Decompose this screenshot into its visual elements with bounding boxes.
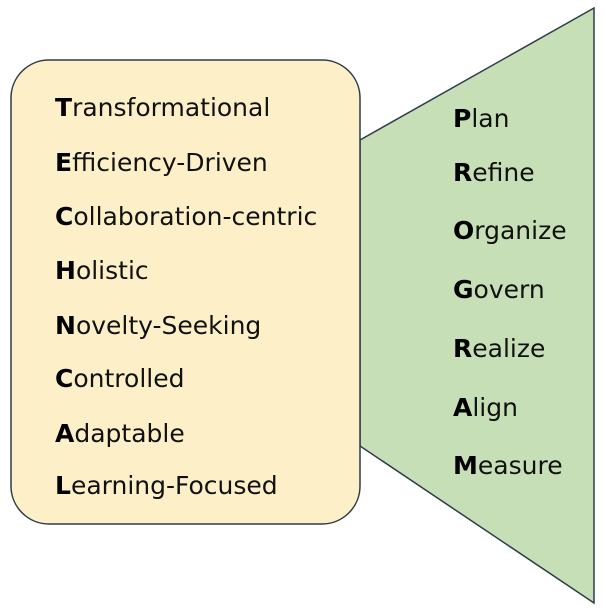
- acronym-word-rest: ollaboration-centric: [73, 202, 318, 231]
- list-item: Controlled: [55, 366, 184, 391]
- acronym-word-rest: ovelty-Seeking: [75, 311, 262, 340]
- program-acronym-list: Plan Refine Organize Govern Realize Alig…: [453, 0, 598, 612]
- acronym-initial: T: [55, 93, 73, 122]
- acronym-initial: N: [55, 311, 76, 340]
- list-item: Adaptable: [55, 421, 185, 446]
- technical-rounded-box: [10, 59, 361, 525]
- acronym-word-rest: earning-Focused: [70, 471, 278, 500]
- acronym-initial: A: [453, 393, 473, 422]
- list-item: Transformational: [55, 95, 270, 120]
- acronym-initial: R: [453, 158, 473, 187]
- list-item: Align: [453, 395, 518, 420]
- acronym-initial: P: [453, 104, 472, 133]
- list-item: Refine: [453, 160, 535, 185]
- list-item: Efficiency-Driven: [55, 150, 268, 175]
- list-item: Novelty-Seeking: [55, 313, 261, 338]
- acronym-word-rest: daptable: [74, 419, 185, 448]
- acronym-initial: O: [453, 216, 475, 245]
- list-item: Realize: [453, 336, 545, 361]
- acronym-initial: G: [453, 275, 474, 304]
- acronym-word-rest: easure: [477, 451, 563, 480]
- acronym-initial: H: [55, 256, 76, 285]
- acronym-initial: C: [55, 364, 74, 393]
- acronym-word-rest: ontrolled: [73, 364, 185, 393]
- acronym-word-rest: rganize: [474, 216, 567, 245]
- list-item: Govern: [453, 277, 545, 302]
- acronym-word-rest: fficiency-Driven: [72, 148, 268, 177]
- acronym-initial: M: [453, 451, 478, 480]
- acronym-word-rest: lign: [472, 393, 518, 422]
- acronym-initial: E: [55, 148, 73, 177]
- acronym-word-rest: overn: [473, 275, 545, 304]
- list-item: Holistic: [55, 258, 149, 283]
- list-item: Plan: [453, 106, 509, 131]
- acronym-initial: R: [453, 334, 473, 363]
- acronym-word-rest: ealize: [472, 334, 546, 363]
- list-item: Measure: [453, 453, 563, 478]
- acronym-initial: L: [55, 471, 71, 500]
- acronym-initial: C: [55, 202, 74, 231]
- acronym-word-rest: olistic: [75, 256, 149, 285]
- acronym-word-rest: ransformational: [72, 93, 271, 122]
- list-item: Collaboration-centric: [55, 204, 317, 229]
- acronym-word-rest: efine: [472, 158, 535, 187]
- list-item: Learning-Focused: [55, 473, 278, 498]
- acronym-word-rest: lan: [471, 104, 510, 133]
- technical-acronym-list: Transformational Efficiency-Driven Colla…: [55, 0, 360, 612]
- acronym-initial: A: [55, 419, 75, 448]
- list-item: Organize: [453, 218, 567, 243]
